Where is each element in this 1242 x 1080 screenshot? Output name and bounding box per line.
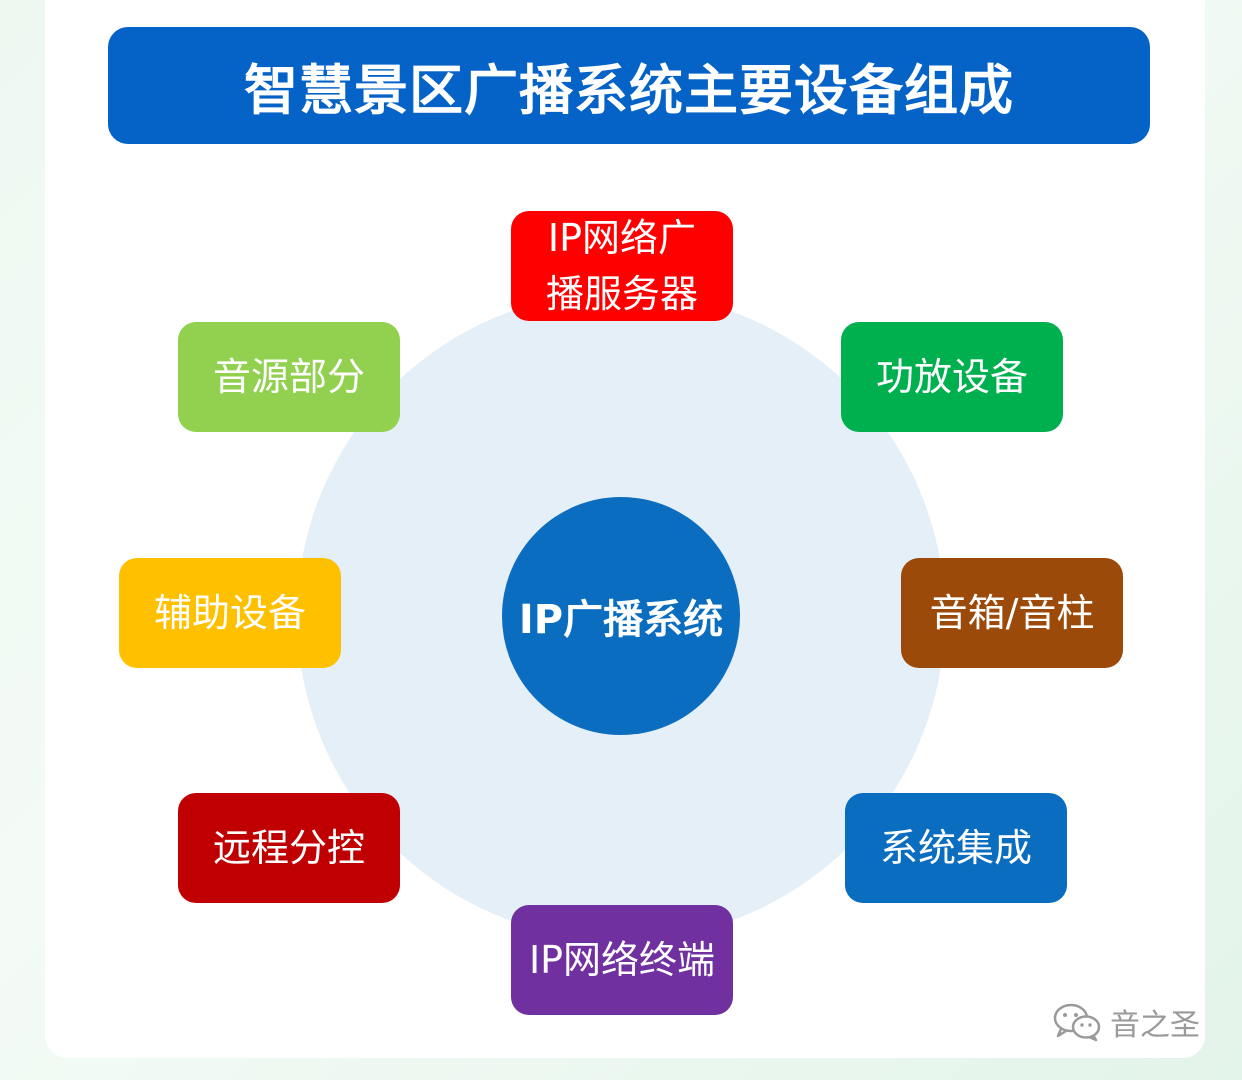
node-ip-broadcast-server: IP网络广 播服务器 [511,211,733,321]
title-banner: 智慧景区广播系统主要设备组成 [108,27,1150,144]
center-hub-label: IP广播系统 [518,597,724,643]
node-system-integration: 系统集成 [845,793,1067,903]
node-label: 音源部分 [212,355,365,399]
node-remote-control: 远程分控 [178,793,400,903]
node-label: IP网络广 播服务器 [545,216,698,316]
node-label: 功放设备 [875,355,1028,399]
node-amplifier: 功放设备 [841,322,1063,432]
node-label: 远程分控 [212,826,365,870]
node-auxiliary: 辅助设备 [119,558,341,668]
wechat-icon [1053,1003,1101,1042]
node-label: 系统集成 [879,826,1032,870]
center-hub: IP广播系统 [502,497,740,735]
node-audio-source: 音源部分 [178,322,400,432]
watermark-text: 音之圣 [1110,1008,1200,1043]
page-title: 智慧景区广播系统主要设备组成 [244,59,1014,122]
node-label: IP网络终端 [528,938,716,982]
node-speaker: 音箱/音柱 [901,558,1123,668]
watermark: 音之圣 [1052,1000,1200,1044]
node-label: 音箱/音柱 [929,591,1095,635]
node-ip-terminal: IP网络终端 [511,905,733,1015]
node-label: 辅助设备 [153,591,306,635]
